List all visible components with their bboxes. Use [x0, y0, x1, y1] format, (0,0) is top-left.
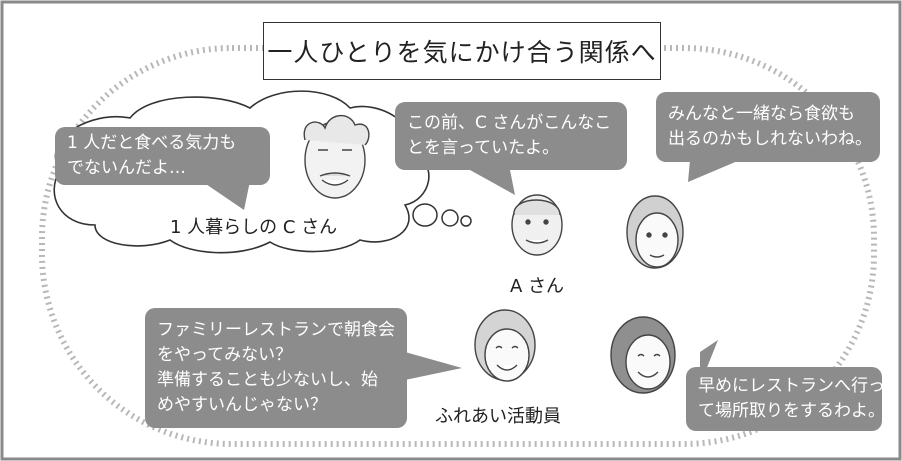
- caption-c-san: 1 人暮らしの C さん: [170, 217, 338, 238]
- tail-right-top: [688, 160, 740, 182]
- speech-bubble-a-san: この前、C さんがこんなこ とを言っていたよ。: [395, 102, 627, 170]
- c-san-face: [303, 114, 370, 199]
- volunteer-face: [474, 309, 536, 382]
- speech-bubble-c-san: 1 人だと食べる気力も でないんだよ…: [55, 127, 270, 185]
- speech-bubble-left-bottom: ファミリーレストランで朝食会 をやってみない？ 準備することも少ないし、始 めや…: [145, 308, 407, 428]
- woman-face: [626, 195, 684, 269]
- tail-c-thought: [200, 180, 250, 210]
- tail-a-san: [470, 170, 515, 195]
- bubble-line: 早めにレストランへ行っ: [698, 376, 885, 396]
- bubble-line: でないんだよ…: [67, 158, 186, 178]
- bubble-line: ファミリーレストランで朝食会: [157, 320, 395, 340]
- speech-bubble-right-top: みんなと一緒なら食欲も 出るのかもしれないわね。: [656, 92, 880, 162]
- bubble-line: めやすいんじゃない？: [157, 395, 327, 415]
- bubble-line: 出るのかもしれないわね。: [668, 129, 872, 149]
- bubble-line: 1 人だと食べる気力も: [67, 133, 237, 153]
- bubble-line: この前、C さんがこんなこ: [407, 113, 612, 133]
- page-title: 一人ひとりを気にかけ合う関係へ: [263, 22, 661, 80]
- dotted-oval: [39, 45, 877, 447]
- bubble-line: をやってみない？: [157, 345, 293, 365]
- thought-dot-small: [460, 215, 472, 227]
- thought-dot-large: [412, 203, 438, 227]
- caption-a-san: A さん: [510, 276, 565, 297]
- speech-bubble-right-bottom: 早めにレストランへ行っ て場所取りをするわよ。: [686, 367, 885, 431]
- a-san-face: [511, 194, 563, 256]
- bubble-line: とを言っていたよ。: [407, 138, 560, 158]
- tail-left-bottom: [405, 352, 462, 380]
- volunteer-face-right: [610, 316, 676, 394]
- bubble-line: て場所取りをするわよ。: [698, 401, 885, 421]
- thought-dot-medium: [441, 209, 459, 227]
- caption-volunteer: ふれあい活動員: [435, 406, 561, 427]
- bubble-line: みんなと一緒なら食欲も: [668, 104, 855, 124]
- bubble-line: 準備することも少ないし、始: [157, 370, 378, 390]
